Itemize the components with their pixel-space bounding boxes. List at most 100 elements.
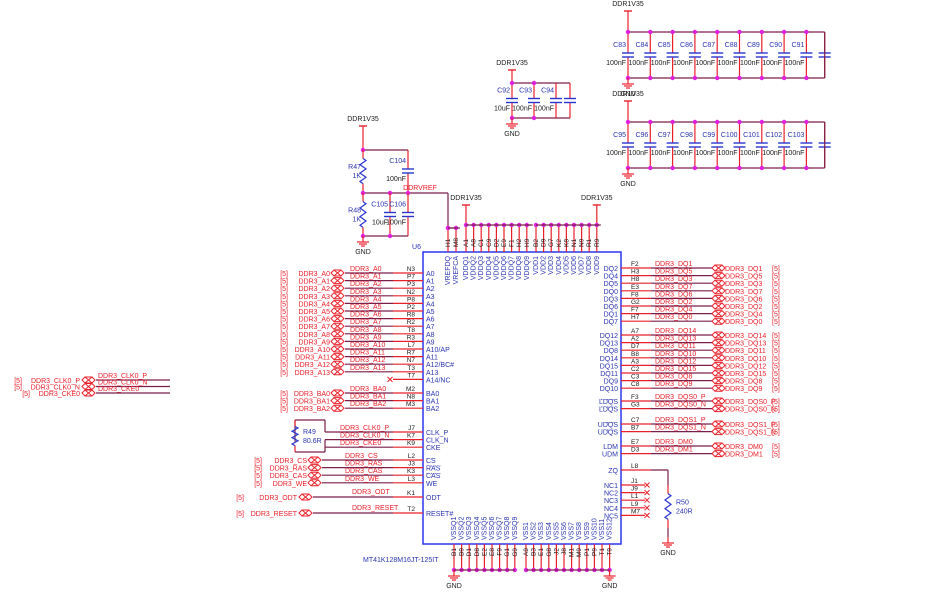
- pin-number: G3: [631, 402, 640, 409]
- pin-number: A3: [631, 358, 639, 365]
- net-label: DDR3_DM1: [655, 447, 693, 454]
- net-label: DDR3_A2: [350, 281, 382, 288]
- junction-dot: [759, 29, 764, 35]
- pin-number: P9: [591, 548, 598, 556]
- pin-name: DQ9: [604, 379, 619, 386]
- pin-number: C8: [631, 381, 640, 388]
- port-inner: [714, 264, 723, 272]
- pin-name: A10/AP: [426, 347, 450, 354]
- hier-port-label: DDR3_A11: [295, 355, 330, 362]
- capacitor-ref: C95: [613, 132, 626, 139]
- pin-name: ZQ: [608, 468, 618, 475]
- hier-port-symbol: [711, 279, 726, 287]
- net-label: DDR3_ODT: [352, 489, 390, 496]
- pin-number: K9: [407, 440, 415, 447]
- pin-number: E1: [538, 548, 545, 556]
- net-label: DDR3_DQ15: [655, 366, 696, 373]
- sheet-reference: [5]: [772, 274, 780, 281]
- port-inner: [84, 376, 93, 384]
- pin-number: K3: [407, 468, 415, 475]
- port-inner: [714, 302, 723, 310]
- port-inner: [714, 339, 723, 346]
- net-label: DDR3_RAS: [345, 461, 383, 468]
- pin-number: H2: [516, 238, 523, 247]
- capacitor-value: 100nF: [740, 150, 760, 157]
- hier-port-symbol: [711, 377, 726, 385]
- port-inner: [333, 300, 342, 307]
- pin-number: D1: [466, 548, 473, 557]
- pin-number: F9: [497, 548, 504, 556]
- pin-name: DQ7: [604, 319, 619, 326]
- sheet-reference: [5]: [772, 266, 780, 273]
- pin-name: VDDQ9: [524, 256, 531, 280]
- hier-port-label: DDR3_DQ11: [725, 348, 766, 355]
- port-inner: [333, 292, 342, 300]
- pin-name: DQ10: [600, 386, 618, 393]
- sheet-reference: [5]: [280, 399, 288, 406]
- net-label: DDR3_DQ9: [655, 381, 692, 388]
- hier-port-label: DDR3_DQ3: [725, 281, 762, 288]
- hier-port-label: DDR3_A8: [298, 332, 330, 339]
- net-label: DDR3_DQ2: [655, 299, 692, 306]
- pin-number: E3: [631, 284, 639, 291]
- sheet-reference: [5]: [254, 458, 262, 465]
- capacitor-value: 100nF: [534, 106, 554, 113]
- net-label: DDR3_CKE0: [98, 386, 139, 393]
- sheet-reference: [5]: [280, 391, 288, 398]
- port-inner: [333, 345, 342, 353]
- net-label: DDR3_CLK0_P: [340, 425, 389, 432]
- pin-name: VSSQ1: [451, 517, 458, 540]
- pin-name: VDDQ5: [493, 256, 500, 280]
- pin-name: A1: [426, 279, 435, 286]
- capacitor-ref: C92: [497, 88, 510, 95]
- net-label: DDR3_DM0: [655, 439, 693, 446]
- capacitor-ref: C83: [613, 42, 626, 49]
- hier-port-symbol: [711, 264, 726, 272]
- pin-number: P3: [407, 281, 415, 288]
- port-inner: [714, 369, 723, 377]
- hier-port-symbol: [711, 420, 726, 428]
- port-inner: [84, 389, 93, 397]
- junction-dot: [715, 119, 720, 125]
- sheet-reference: [5]: [280, 309, 288, 316]
- junction-dot: [670, 119, 675, 125]
- pin-number: E2: [481, 548, 488, 556]
- hier-port-symbol: [81, 383, 96, 390]
- resistor-zigzag: [358, 201, 368, 228]
- hier-port-label: DDR3_A13: [295, 370, 331, 377]
- pin-number: M9: [576, 548, 583, 557]
- port-inner: [333, 368, 342, 376]
- pin-name: A11: [426, 355, 438, 362]
- pin-number: P1: [584, 548, 591, 556]
- junction-dot: [804, 75, 809, 81]
- no-connect-icon: [644, 512, 650, 519]
- pin-name: CKE: [426, 445, 441, 452]
- hier-port-symbol: [307, 471, 322, 479]
- net-label: DDR3_CKE0: [340, 440, 381, 447]
- capacitor-ref: C88: [725, 42, 738, 49]
- net-label: DDR3_DQ0: [655, 314, 692, 321]
- pin-name: VDD7: [579, 256, 586, 275]
- capacitor-value: 100nF: [695, 150, 715, 157]
- hier-port-label: DDR3_RESET: [251, 511, 298, 518]
- capacitor-value: 100nF: [651, 60, 671, 67]
- sheet-reference: [5]: [254, 473, 262, 480]
- junction-dot: [670, 165, 675, 171]
- hier-port-label: DDR3_A12: [295, 362, 331, 369]
- hier-port-label: DDR3_DQ12: [725, 363, 766, 370]
- pin-number: B2: [533, 239, 540, 247]
- resistor-ref: R47: [348, 164, 361, 171]
- ground-net-label: GND: [620, 91, 636, 98]
- pin-number: N3: [407, 266, 416, 273]
- pin-name: VREFCA: [453, 256, 460, 285]
- hier-port-symbol: [711, 405, 726, 413]
- sheet-reference: [5]: [254, 466, 262, 473]
- capacitor-ref: C103: [788, 132, 805, 139]
- resistor-ref: R50: [676, 500, 689, 507]
- capacitor-ref: C98: [680, 132, 693, 139]
- hier-port-label: DDR3_DQ9: [725, 386, 762, 393]
- pin-name: VDDQ8: [516, 256, 523, 280]
- hier-port-symbol: [711, 442, 726, 450]
- no-connect-icon: [387, 376, 393, 383]
- capacitor-value: 100nF: [606, 60, 626, 67]
